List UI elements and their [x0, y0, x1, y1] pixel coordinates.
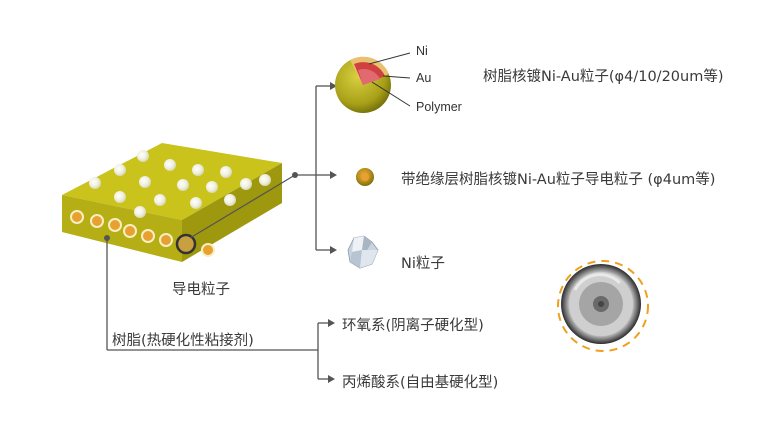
connector-lines — [104, 82, 337, 383]
highlighted-particle — [175, 233, 197, 255]
resin-label: 树脂(热硬化性粘接剂) — [112, 333, 254, 349]
polymer-core-label: Polymer — [416, 100, 462, 114]
conductive-particle-label: 导电粒子 — [172, 282, 230, 298]
film-front-face — [62, 195, 182, 262]
ni-particle-label: Ni粒子 — [401, 256, 445, 272]
ni-particle-graphic — [347, 235, 379, 269]
front-particles — [70, 210, 215, 257]
insulated-particle-label: 带绝缘层树脂核镀Ni-Au粒子导电粒子 (φ4um等) — [401, 172, 716, 188]
resin-core-particle-graphic — [335, 52, 411, 113]
resin-core-particle-label: 树脂核镀Ni-Au粒子(φ4/10/20um等) — [483, 69, 724, 85]
ni-layer-label: Ni — [416, 44, 428, 58]
bonding-wheel-image — [557, 260, 649, 352]
epoxy-label: 环氧系(阴离子硬化型) — [342, 318, 484, 334]
top-particles — [89, 150, 271, 218]
acrylic-label: 丙烯酸系(自由基硬化型) — [342, 375, 499, 391]
au-layer-label: Au — [416, 71, 432, 85]
insulated-particle-graphic — [356, 168, 374, 186]
